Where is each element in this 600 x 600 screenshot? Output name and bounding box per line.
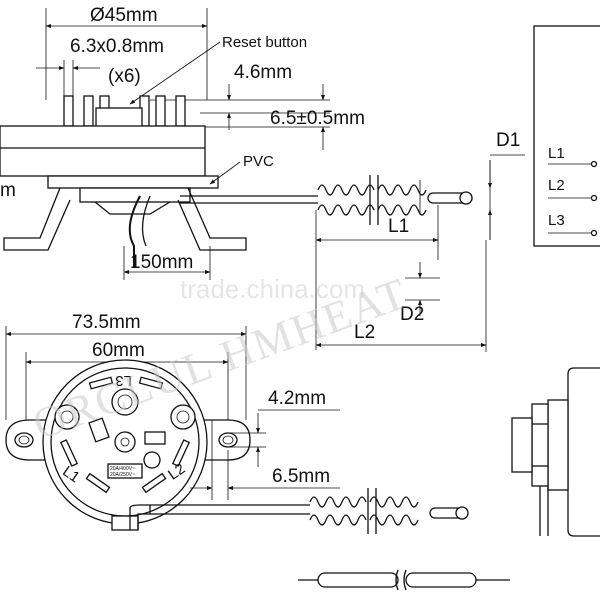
face-terminal-l1: L1: [59, 463, 82, 486]
side-view: Ø45mm 6.3x0.8mm (x6) Reset button 4.6mm …: [0, 5, 365, 280]
l1-label: L1: [388, 216, 409, 237]
site-watermark: trade.china.com: [180, 274, 365, 304]
face-terminal-l3: L3: [115, 372, 132, 389]
rating-text-1: 20A/400V~: [110, 466, 135, 472]
hole-spacing-label: 60mm: [92, 340, 145, 361]
height-label-2: 6.5±0.5mm: [270, 108, 365, 129]
schematic-terminal-l1: L1: [548, 145, 565, 162]
profile-view: [511, 367, 600, 537]
face-terminal-l2: L2: [165, 460, 188, 483]
wiring-schematic: L1 L2 L3: [533, 25, 600, 247]
overall-width-label: 73.5mm: [72, 312, 141, 333]
tab-size-label: 6.3x0.8mm: [70, 36, 164, 57]
bulb-probe: [298, 569, 510, 591]
probe-top: D1 L1 D2 L2: [300, 130, 525, 352]
side-cut-label: m: [0, 180, 16, 201]
cable-length-label: 150mm: [130, 252, 193, 273]
d2-label: D2: [400, 304, 424, 325]
thermostat-body: [0, 125, 206, 177]
flange-width-label: 6.5mm: [272, 466, 330, 487]
tab-count-label: (x6): [108, 66, 141, 87]
l2-label: L2: [354, 322, 375, 343]
pvc-label: PVC: [243, 153, 274, 170]
diameter-label: Ø45mm: [90, 5, 158, 26]
hole-size-label: 4.2mm: [268, 388, 326, 409]
d1-label: D1: [496, 130, 520, 151]
schematic-terminal-l2: L2: [548, 177, 565, 194]
rating-text-2: 20A/250V~: [110, 472, 135, 478]
face-view: 73.5mm 60mm L3: [5, 312, 469, 534]
schematic-terminal-l3: L3: [548, 212, 565, 229]
height-label-1: 4.6mm: [234, 62, 292, 83]
reset-button-label: Reset button: [222, 34, 307, 51]
